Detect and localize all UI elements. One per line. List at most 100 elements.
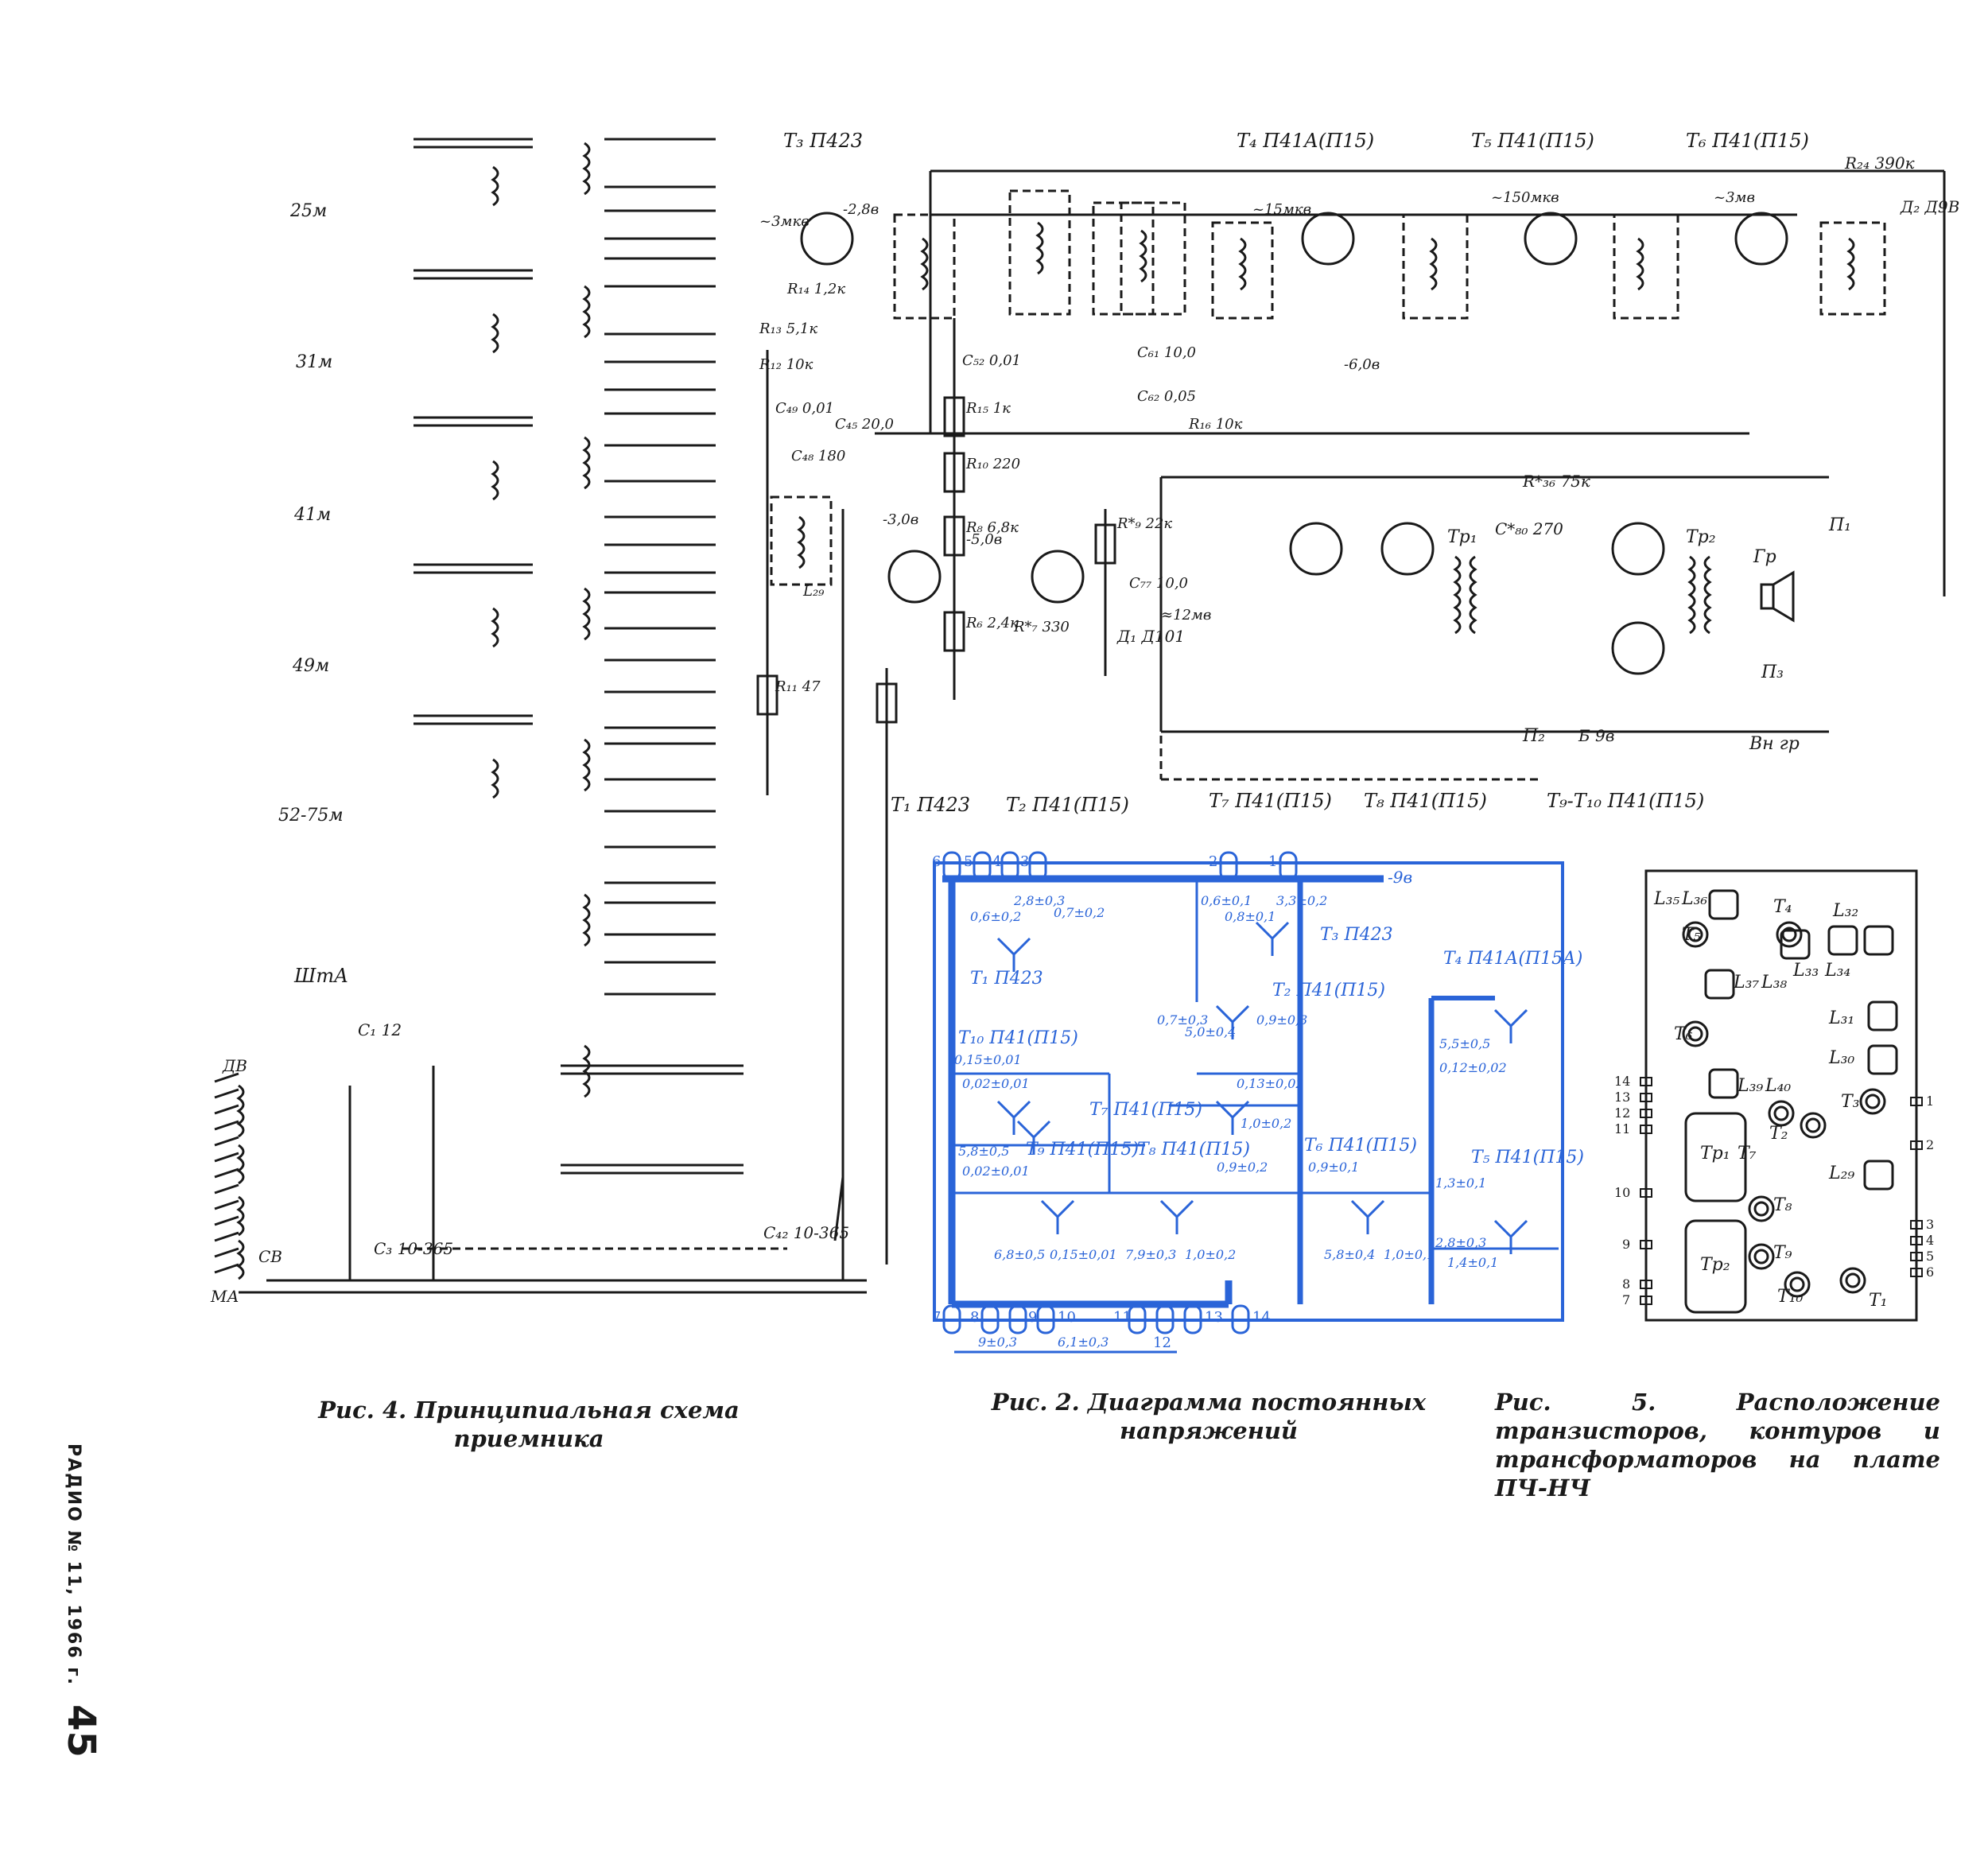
fig2-t6-label: Т₆ П41(П15) bbox=[1304, 1136, 1418, 1156]
c45-label: C₄₅ 20,0 bbox=[835, 416, 895, 433]
band-41m: 41м bbox=[294, 505, 332, 525]
signal-3mv: ~3мв bbox=[1714, 189, 1755, 206]
v-t6-a: 0,9±0,1 bbox=[1308, 1160, 1360, 1175]
v-t2-a: 0,7±0,3 bbox=[1157, 1012, 1209, 1028]
voltage-minus-6: -6,0в bbox=[1344, 356, 1380, 373]
band-49m: 49м bbox=[293, 656, 330, 676]
t5-label: Т₅ П41(П15) bbox=[1471, 130, 1594, 152]
v-dim-2: 6,1±0,3 bbox=[1058, 1334, 1109, 1350]
c49-label: C₄₉ 0,01 bbox=[775, 400, 835, 417]
mw-label: СВ bbox=[258, 1247, 282, 1266]
fig2-pin-10: 10 bbox=[1058, 1309, 1076, 1326]
voltage-diagram bbox=[933, 851, 1564, 1354]
fig5-l34: L₃₄ bbox=[1825, 961, 1851, 981]
fig5-t2: T₂ bbox=[1769, 1124, 1788, 1144]
voltage-minus-28: -2,8в bbox=[843, 201, 879, 218]
fig5-pin-3: 3 bbox=[1926, 1217, 1935, 1232]
fig2-pin-12: 12 bbox=[1153, 1334, 1171, 1351]
fig2-t5-label: Т₅ П41(П15) bbox=[1471, 1148, 1585, 1167]
fig5-pin-14: 14 bbox=[1614, 1074, 1631, 1089]
fig5-pin-10: 10 bbox=[1614, 1185, 1631, 1200]
v-t6-b: 0,9±0,2 bbox=[1217, 1160, 1268, 1175]
fig2-pin-14: 14 bbox=[1252, 1309, 1271, 1326]
v-t5-c: 1,4±0,1 bbox=[1447, 1255, 1499, 1270]
v-t10-b: 0,02±0,01 bbox=[962, 1076, 1030, 1091]
r10-label: R₁₀ 220 bbox=[966, 456, 1021, 472]
fig2-pin-2: 2 bbox=[1209, 853, 1218, 870]
fig5-pin-11: 11 bbox=[1614, 1121, 1631, 1136]
band-25m: 25м bbox=[290, 201, 328, 221]
speaker-label: Гр bbox=[1753, 547, 1776, 567]
l29-label: L₂₉ bbox=[803, 583, 825, 600]
battery-label: Б 9в bbox=[1578, 726, 1615, 745]
t1-label: Т₁ П423 bbox=[891, 794, 970, 816]
page-number: 45 bbox=[59, 1704, 103, 1758]
journal-page: РАДИО № 11, 1966 г. 45 25м 31м 41м 49м 5… bbox=[59, 130, 1960, 1758]
fig5-t7: T₇ bbox=[1738, 1144, 1757, 1164]
signal-150mkv: ~150мкв bbox=[1491, 189, 1559, 206]
v-t7-a: 0,13±0,02 bbox=[1237, 1076, 1304, 1091]
v-t3-c: 3,3±0,2 bbox=[1276, 893, 1328, 908]
v-bot-1: 6,8±0,5 bbox=[994, 1247, 1046, 1262]
fig5-pin-7: 7 bbox=[1622, 1292, 1631, 1307]
signal-15mkv: ~15мкв bbox=[1252, 201, 1312, 218]
fig5-pin-4: 4 bbox=[1926, 1233, 1935, 1248]
d2-label: Д₂ Д9В bbox=[1901, 197, 1960, 216]
fig5-l31: L₃₁ bbox=[1829, 1008, 1855, 1028]
fig5-t6: T₆ bbox=[1674, 1024, 1693, 1044]
fig2-pin-8: 8 bbox=[970, 1309, 980, 1326]
v-t1-c: 0,7±0,2 bbox=[1054, 905, 1105, 920]
c52-label: C₅₂ 0,01 bbox=[962, 352, 1022, 369]
running-head: РАДИО № 11, 1966 г. 45 bbox=[59, 1443, 103, 1857]
band-52-75m: 52-75м bbox=[278, 806, 344, 826]
fig2-t3-label: Т₃ П423 bbox=[1320, 925, 1393, 945]
fig5-l33: L₃₃ bbox=[1793, 961, 1819, 981]
fig5-l32: L₃₂ bbox=[1833, 901, 1859, 921]
v-t2-c: 0,9±0,3 bbox=[1256, 1012, 1308, 1028]
r15-label: R₁₅ 1к bbox=[966, 400, 1011, 417]
fig2-t9-label: Т₉ П41(П15) bbox=[1026, 1140, 1140, 1160]
v-t9-a: 5,8±0,5 bbox=[958, 1144, 1010, 1159]
figure4-caption: Рис. 4. Принципиальная схема приемника bbox=[318, 1397, 740, 1452]
ma-label: МА bbox=[211, 1287, 239, 1306]
fig2-t2-label: Т₂ П41(П15) bbox=[1272, 981, 1386, 1000]
fig5-l38: L₃₈ bbox=[1761, 973, 1788, 993]
t2-label: Т₂ П41(П15) bbox=[1006, 794, 1129, 816]
fig5-l36: L₃₆ bbox=[1682, 889, 1708, 909]
t9-t10-label: Т₉-Т₁₀ П41(П15) bbox=[1547, 790, 1705, 812]
r36-label: R*₃₆ 75к bbox=[1523, 472, 1590, 491]
t7-label: Т₇ П41(П15) bbox=[1209, 790, 1332, 812]
t3-label: Т₃ П423 bbox=[783, 130, 863, 152]
supply-label: -9в bbox=[1388, 868, 1413, 887]
fig5-l39: L₃₉ bbox=[1738, 1076, 1764, 1096]
v-bot-2: 0,15±0,01 bbox=[1050, 1247, 1117, 1262]
t8-label: Т₈ П41(П15) bbox=[1364, 790, 1487, 812]
v-bot-5: 5,8±0,4 bbox=[1324, 1247, 1376, 1262]
r11-label: R₁₁ 47 bbox=[775, 678, 821, 695]
fig2-pin-9: 9 bbox=[1028, 1309, 1038, 1326]
fig2-pin-7: 7 bbox=[932, 1309, 942, 1326]
tr1-label: Тр₁ bbox=[1447, 527, 1477, 547]
v-bot-3: 7,9±0,3 bbox=[1125, 1247, 1177, 1262]
v-t7-b: 1,0±0,2 bbox=[1241, 1116, 1292, 1131]
fig2-t1-label: Т₁ П423 bbox=[970, 969, 1043, 989]
fig2-pin-13: 13 bbox=[1205, 1309, 1223, 1326]
fig2-pin-11: 11 bbox=[1113, 1309, 1132, 1326]
c1-label: C₁ 12 bbox=[358, 1020, 402, 1039]
fig5-t9: T₉ bbox=[1773, 1243, 1792, 1263]
fig5-l29: L₂₉ bbox=[1829, 1164, 1855, 1183]
receiver-schematic bbox=[214, 138, 1946, 1294]
c80-label: C*₈₀ 270 bbox=[1495, 519, 1563, 538]
t6-label: Т₆ П41(П15) bbox=[1686, 130, 1809, 152]
c3-label: C₃ 10-365 bbox=[374, 1239, 454, 1258]
v-t4-a: 5,5±0,5 bbox=[1439, 1036, 1491, 1051]
fig5-l30: L₃₀ bbox=[1829, 1048, 1855, 1068]
fig5-tr1: Tр₁ bbox=[1700, 1144, 1730, 1164]
tr2-label: Тр₂ bbox=[1686, 527, 1716, 547]
r9-label: R*₉ 22к bbox=[1117, 515, 1173, 532]
signal-12mv: ≈12мв bbox=[1161, 607, 1212, 624]
r14-label: R₁₄ 1,2к bbox=[787, 281, 846, 297]
v-t1-a: 0,6±0,2 bbox=[970, 909, 1022, 924]
v-dim-1: 9±0,3 bbox=[978, 1334, 1018, 1350]
r16-label: R₁₆ 10к bbox=[1189, 416, 1243, 433]
